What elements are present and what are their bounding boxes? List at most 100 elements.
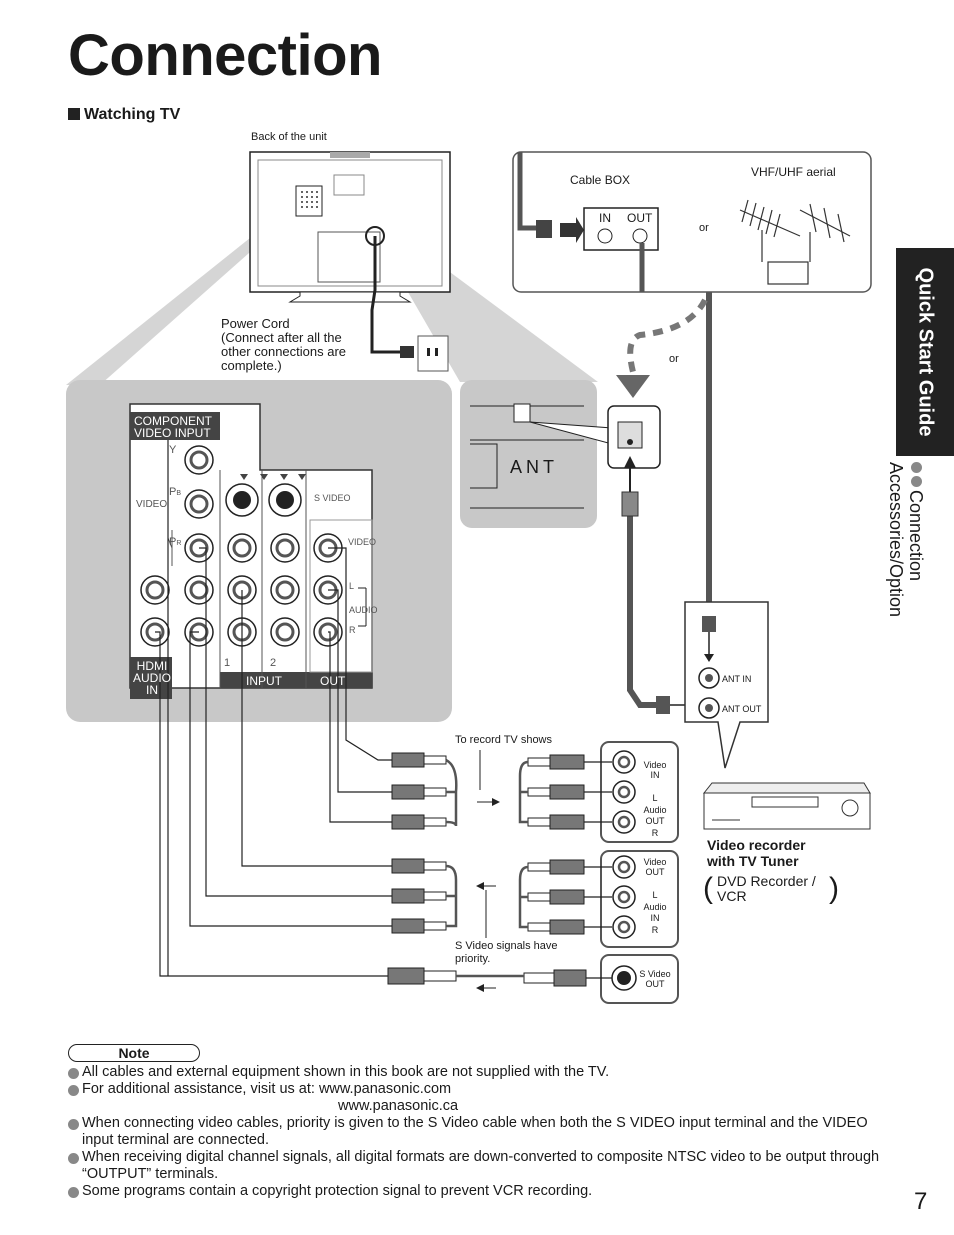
notes-list: All cables and external equipment shown … [68, 1064, 888, 1200]
vcr-video-in-line-1: Video [643, 760, 667, 770]
note-item-text: Some programs contain a copyright protec… [82, 1183, 593, 1199]
svideo-priority-line-1: S Video signals have [455, 940, 558, 952]
vcr-video-out-line-2: OUT [645, 867, 665, 877]
ant-out-label: ANT OUT [722, 704, 762, 714]
side-subnav-text: Connection Accessories/Option [886, 462, 926, 617]
bullet-icon [68, 1119, 79, 1130]
ant-in-label: ANT IN [722, 674, 752, 684]
pr-sub: R [176, 540, 182, 547]
pb-label: PB [169, 486, 181, 500]
note-item: Some programs contain a copyright protec… [68, 1183, 888, 1200]
quick-start-tab[interactable]: Quick Start Guide [896, 248, 954, 456]
page-number: 7 [914, 1188, 928, 1215]
hdmi-audio-in-label: HDMI AUDIO IN [133, 660, 171, 696]
cable-box-label: Cable BOX [570, 173, 631, 187]
bullet-icon [68, 1068, 79, 1079]
input-2-label: 2 [270, 657, 277, 669]
vcr-video-in-label: Video IN [640, 760, 670, 780]
svideo-priority-label: S Video signals have priority. [455, 940, 558, 966]
section-heading: Watching TV [68, 106, 180, 124]
note-label: Note [68, 1044, 200, 1062]
recorder-sub-line-1: DVD Recorder / [717, 873, 816, 889]
audio-label: AUDIO [349, 605, 378, 615]
input-1-label: 1 [224, 657, 231, 669]
power-cord-line-1: Power Cord [221, 316, 290, 331]
ant-label: ANT [510, 457, 558, 477]
note-item: For additional assistance, visit us at: … [68, 1081, 888, 1098]
vcr-audio-in-line-2: Audio [643, 901, 667, 912]
bullet-icon [911, 476, 922, 487]
s-video-panel-label: S VIDEO [314, 493, 351, 503]
svideo-out-label: S Video OUT [638, 969, 672, 989]
side-sub-accessories[interactable]: Accessories/Option [886, 462, 906, 617]
video-input-label: VIDEO INPUT [134, 426, 211, 440]
note-item-text: All cables and external equipment shown … [82, 1064, 610, 1080]
side-sub-connection[interactable]: Connection [906, 462, 926, 617]
page-title: Connection [68, 23, 382, 88]
pr-label: PR [169, 536, 181, 550]
svideo-out-line-2: OUT [645, 979, 665, 989]
recorder-title: Video recorder with TV Tuner [707, 837, 806, 869]
quick-start-tab-label: Quick Start Guide [914, 267, 937, 437]
hdmi-line-1: HDMI [136, 659, 168, 673]
vcr-audio-out-line-3: OUT [645, 816, 665, 826]
vcr-video-in-line-2: IN [650, 770, 660, 780]
hdmi-line-2: AUDIO [133, 671, 172, 685]
note-item: All cables and external equipment shown … [68, 1064, 888, 1081]
vcr-audio-out-line-4: R [651, 827, 659, 838]
vcr-audio-in-label: L Audio IN R [640, 890, 670, 936]
side-subnav: Connection Accessories/Option [886, 462, 954, 672]
note-item-text: When connecting video cables, priority i… [82, 1115, 868, 1148]
r-label: R [349, 625, 356, 635]
pr-letter: P [169, 536, 177, 548]
note-item: When connecting video cables, priority i… [68, 1115, 888, 1149]
note-item-text: For additional assistance, visit us at: … [82, 1081, 452, 1097]
y-label: Y [169, 444, 177, 456]
square-bullet-icon [68, 108, 80, 120]
back-of-unit-label: Back of the unit [251, 131, 327, 143]
power-cord-line-4: complete.) [221, 358, 282, 373]
zoom-wedge-left [66, 230, 275, 385]
paren-close: ) [829, 872, 839, 905]
note-item: When receiving digital channel signals, … [68, 1149, 888, 1183]
bullet-icon [68, 1187, 79, 1198]
input-label: INPUT [246, 674, 282, 688]
cable-box-in-label: IN [599, 211, 611, 225]
power-cord-line-3: other connections are [221, 344, 347, 359]
to-record-label: To record TV shows [455, 734, 553, 746]
paren-open: ( [703, 872, 713, 905]
aerial-antenna-icon [739, 199, 851, 285]
power-cord-label: Power Cord (Connect after all the other … [221, 317, 346, 373]
bullet-icon [68, 1153, 79, 1164]
l-label: L [349, 581, 355, 591]
vcr-video-out-label: Video OUT [640, 857, 670, 877]
bullet-icon [911, 462, 922, 473]
vcr-audio-out-label: L Audio OUT R [640, 793, 670, 839]
cable-box-out-label: OUT [627, 211, 653, 225]
side-sub-accessories-label: Accessories/Option [886, 462, 906, 618]
antenna-source-box [512, 151, 872, 293]
recorder-subtitle: ( DVD Recorder / VCR ) [703, 872, 839, 905]
note-item-text: When receiving digital channel signals, … [82, 1149, 880, 1182]
or-label-1: or [699, 222, 709, 234]
vcr-audio-in-line-4: R [651, 924, 659, 935]
recorder-title-line-2: with TV Tuner [707, 853, 799, 869]
aerial-label: VHF/UHF aerial [751, 165, 836, 179]
component-label: COMPONENT [134, 414, 212, 428]
or-label-2: or [669, 353, 679, 365]
pb-sub: B [176, 490, 182, 497]
vcr-audio-in-line-3: IN [650, 913, 660, 923]
tv-back-illustration [249, 151, 451, 303]
side-sub-connection-label: Connection [906, 490, 926, 582]
vcr-video-out-line-1: Video [643, 857, 667, 867]
ant-zoom-bg [460, 380, 597, 528]
video-left-label: VIDEO [136, 499, 168, 510]
power-cord-line-2: (Connect after all the [221, 330, 342, 345]
recorder-title-line-1: Video recorder [707, 837, 806, 853]
recorder-ant-callout [684, 601, 769, 769]
out-label: OUT [320, 674, 346, 688]
bullet-icon [68, 1085, 79, 1096]
section-heading-text: Watching TV [84, 106, 181, 123]
recorder-sub-line-2: VCR [717, 888, 747, 904]
